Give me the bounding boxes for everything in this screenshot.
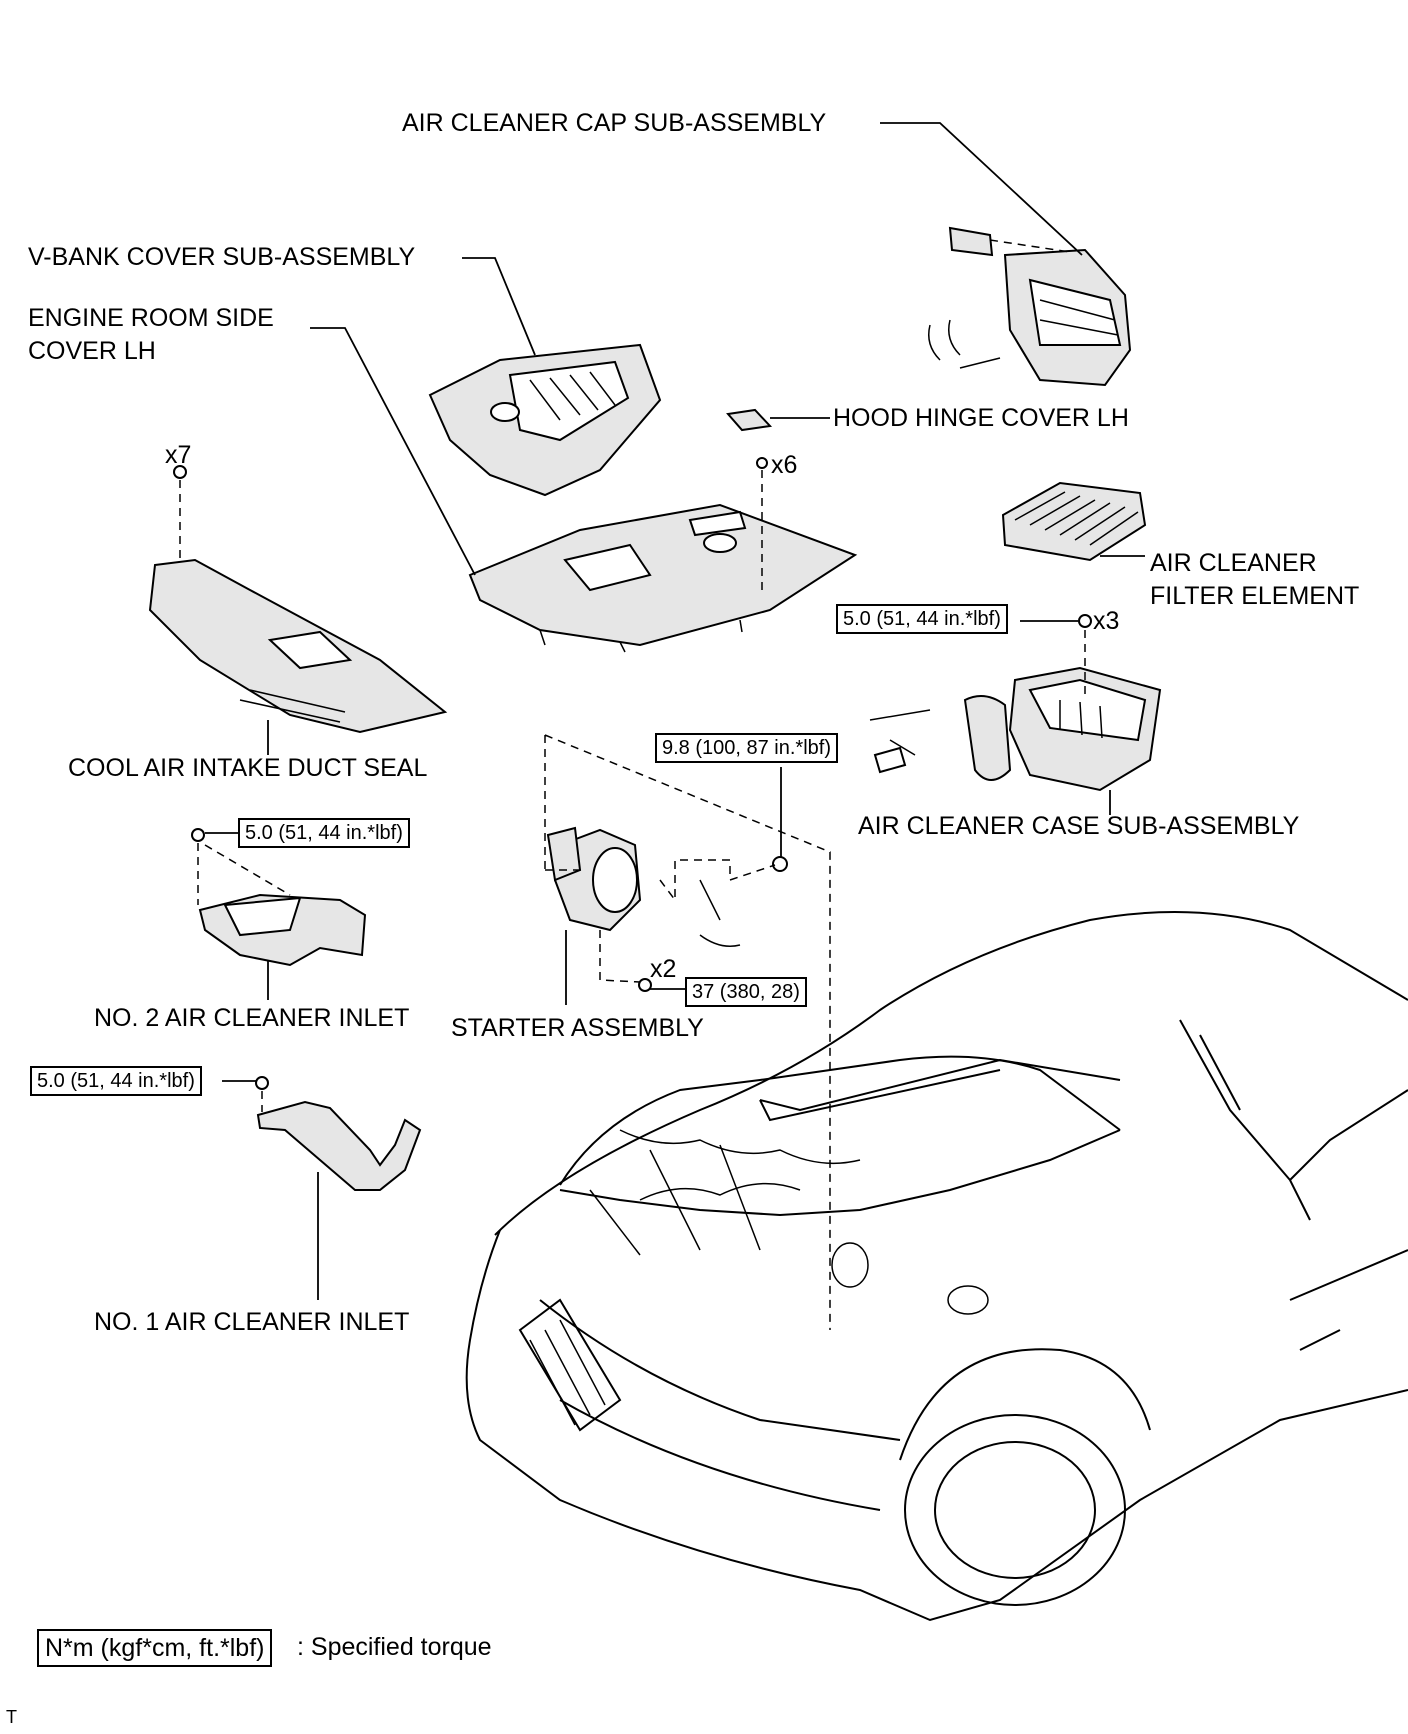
label-no1-inlet: NO. 1 AIR CLEANER INLET — [94, 1308, 410, 1336]
torque-starter-bolt: 37 (380, 28) — [685, 977, 807, 1007]
leader-vbank — [462, 257, 536, 356]
label-v-bank-cover: V-BANK COVER SUB-ASSEMBLY — [28, 243, 416, 271]
label-cool-air-intake: COOL AIR INTAKE DUCT SEAL — [68, 754, 428, 782]
air-cleaner-case-drawing — [869, 614, 1162, 792]
v-bank-cover-drawing — [428, 343, 662, 497]
engine-room-side-cover-drawing — [468, 503, 858, 653]
label-air-cleaner-filter-1: AIR CLEANER — [1150, 549, 1317, 577]
qty-x2: x2 — [650, 955, 677, 983]
corner-mark: T — [6, 1707, 17, 1727]
cool-air-intake-drawing — [148, 465, 448, 734]
air-cleaner-filter-drawing — [1001, 481, 1147, 562]
label-starter: STARTER ASSEMBLY — [451, 1014, 704, 1042]
vehicle-drawing — [465, 911, 1408, 1622]
qty-x7: x7 — [165, 441, 192, 469]
torque-air-case: 5.0 (51, 44 in.*lbf) — [836, 604, 1008, 634]
air-cleaner-cap-drawing — [928, 226, 1132, 387]
label-air-cleaner-case: AIR CLEANER CASE SUB-ASSEMBLY — [858, 812, 1300, 840]
starter-drawing — [544, 734, 831, 1330]
x6-screw — [756, 457, 768, 590]
qty-x3: x3 — [1093, 607, 1120, 635]
torque-no2-inlet: 5.0 (51, 44 in.*lbf) — [238, 818, 410, 848]
label-no2-inlet: NO. 2 AIR CLEANER INLET — [94, 1004, 410, 1032]
no2-inlet-drawing — [191, 828, 367, 967]
label-engine-room-side-cover-1: ENGINE ROOM SIDE — [28, 304, 274, 332]
qty-x6: x6 — [771, 451, 798, 479]
no1-inlet-drawing — [255, 1076, 422, 1191]
label-air-cleaner-filter-2: FILTER ELEMENT — [1150, 582, 1360, 610]
label-hood-hinge-cover: HOOD HINGE COVER LH — [833, 404, 1129, 432]
label-air-cleaner-cap: AIR CLEANER CAP SUB-ASSEMBLY — [402, 109, 827, 137]
leader-engine-room — [310, 327, 476, 576]
torque-no1-inlet: 5.0 (51, 44 in.*lbf) — [30, 1066, 202, 1096]
hood-hinge-cover-drawing — [726, 408, 773, 432]
leader-cap — [880, 122, 1083, 256]
legend-unit-box: N*m (kgf*cm, ft.*lbf) — [37, 1629, 273, 1667]
legend-text: : Specified torque — [297, 1633, 492, 1661]
label-engine-room-side-cover-2: COVER LH — [28, 337, 156, 365]
torque-starter-nut: 9.8 (100, 87 in.*lbf) — [655, 733, 838, 763]
